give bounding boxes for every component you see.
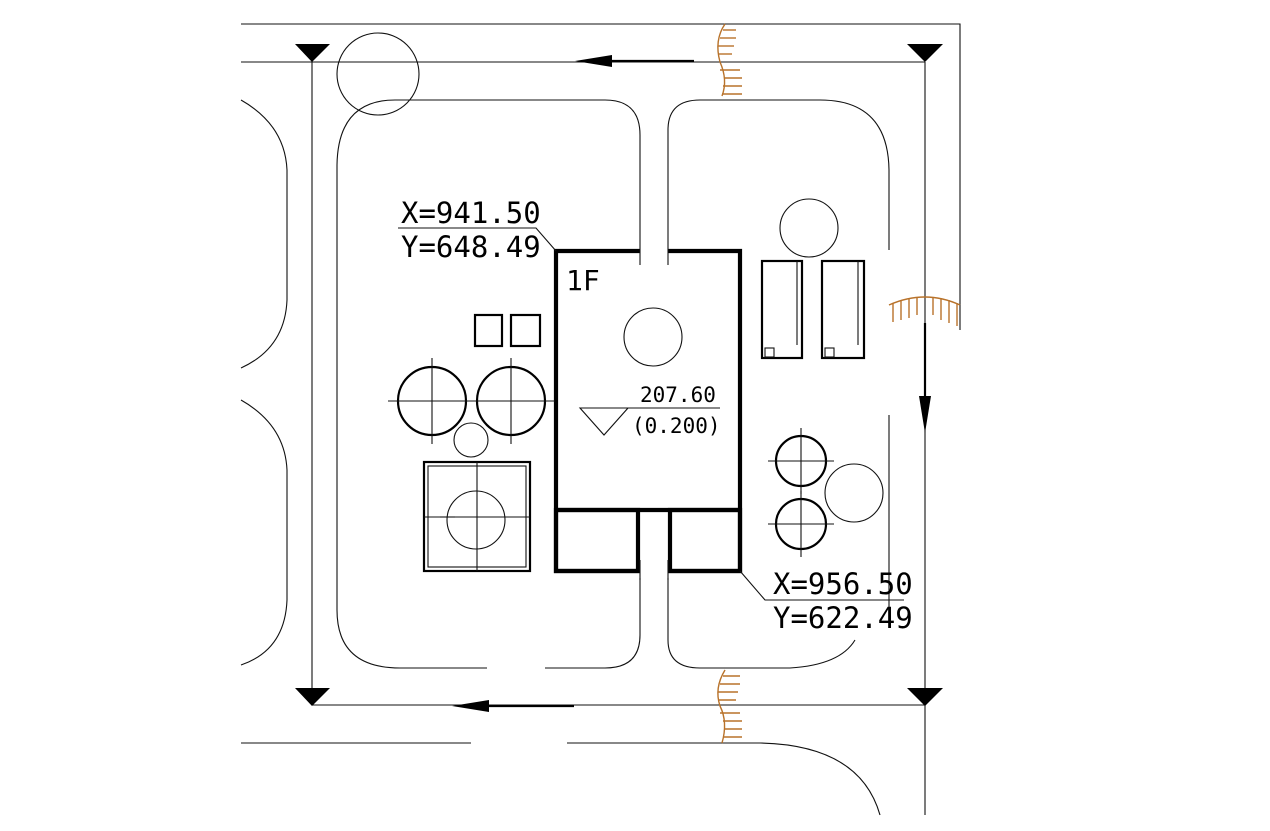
square-tank	[422, 460, 532, 573]
slope-hatch-bottom	[717, 669, 742, 744]
triangle-down-icon	[907, 688, 943, 706]
unit-box	[760, 259, 804, 360]
left-tanks	[388, 358, 555, 444]
tree-circle	[453, 422, 489, 458]
tree-circle	[779, 198, 839, 258]
coord-x-label: X=956.50	[773, 567, 913, 601]
slope-hatch-top	[717, 23, 742, 97]
elevation-marker: 207.60 (0.200)	[578, 383, 721, 438]
coordinate-callout-bottom: X=956.50 Y=622.49	[739, 567, 913, 635]
arrow-icon	[452, 700, 489, 712]
arrow-icon	[919, 396, 931, 433]
inner-paving	[336, 99, 890, 669]
elevation-absolute: 207.60	[640, 383, 716, 407]
pit-square	[473, 313, 504, 348]
elevation-relative: (0.200)	[632, 414, 721, 438]
triangle-down-icon	[295, 44, 330, 62]
coord-y-label: Y=622.49	[773, 601, 913, 635]
coord-x-label: X=941.50	[401, 196, 541, 230]
site-boundary	[241, 23, 961, 816]
flow-arrows	[452, 55, 931, 712]
small-pits	[473, 313, 542, 348]
arrow-icon	[575, 55, 612, 67]
landscape-circles	[336, 32, 884, 523]
tree-circle	[824, 463, 884, 523]
floor-label: 1F	[566, 264, 600, 297]
right-units	[760, 259, 866, 360]
slope-hatch-right	[888, 296, 961, 326]
main-building: 1F	[553, 240, 743, 580]
left-road-curves	[240, 99, 288, 666]
coord-y-label: Y=648.49	[401, 230, 541, 264]
corner-markers	[295, 44, 943, 706]
triangle-down-icon	[907, 44, 943, 62]
coordinate-callout-top: X=941.50 Y=648.49	[398, 196, 557, 264]
pit-square	[509, 313, 542, 348]
triangle-down-icon	[295, 688, 330, 706]
unit-box	[820, 259, 866, 360]
tree-circle	[623, 307, 683, 367]
elevation-triangle-icon	[578, 407, 630, 436]
tree-circle	[336, 32, 420, 116]
right-tanks	[768, 428, 834, 557]
